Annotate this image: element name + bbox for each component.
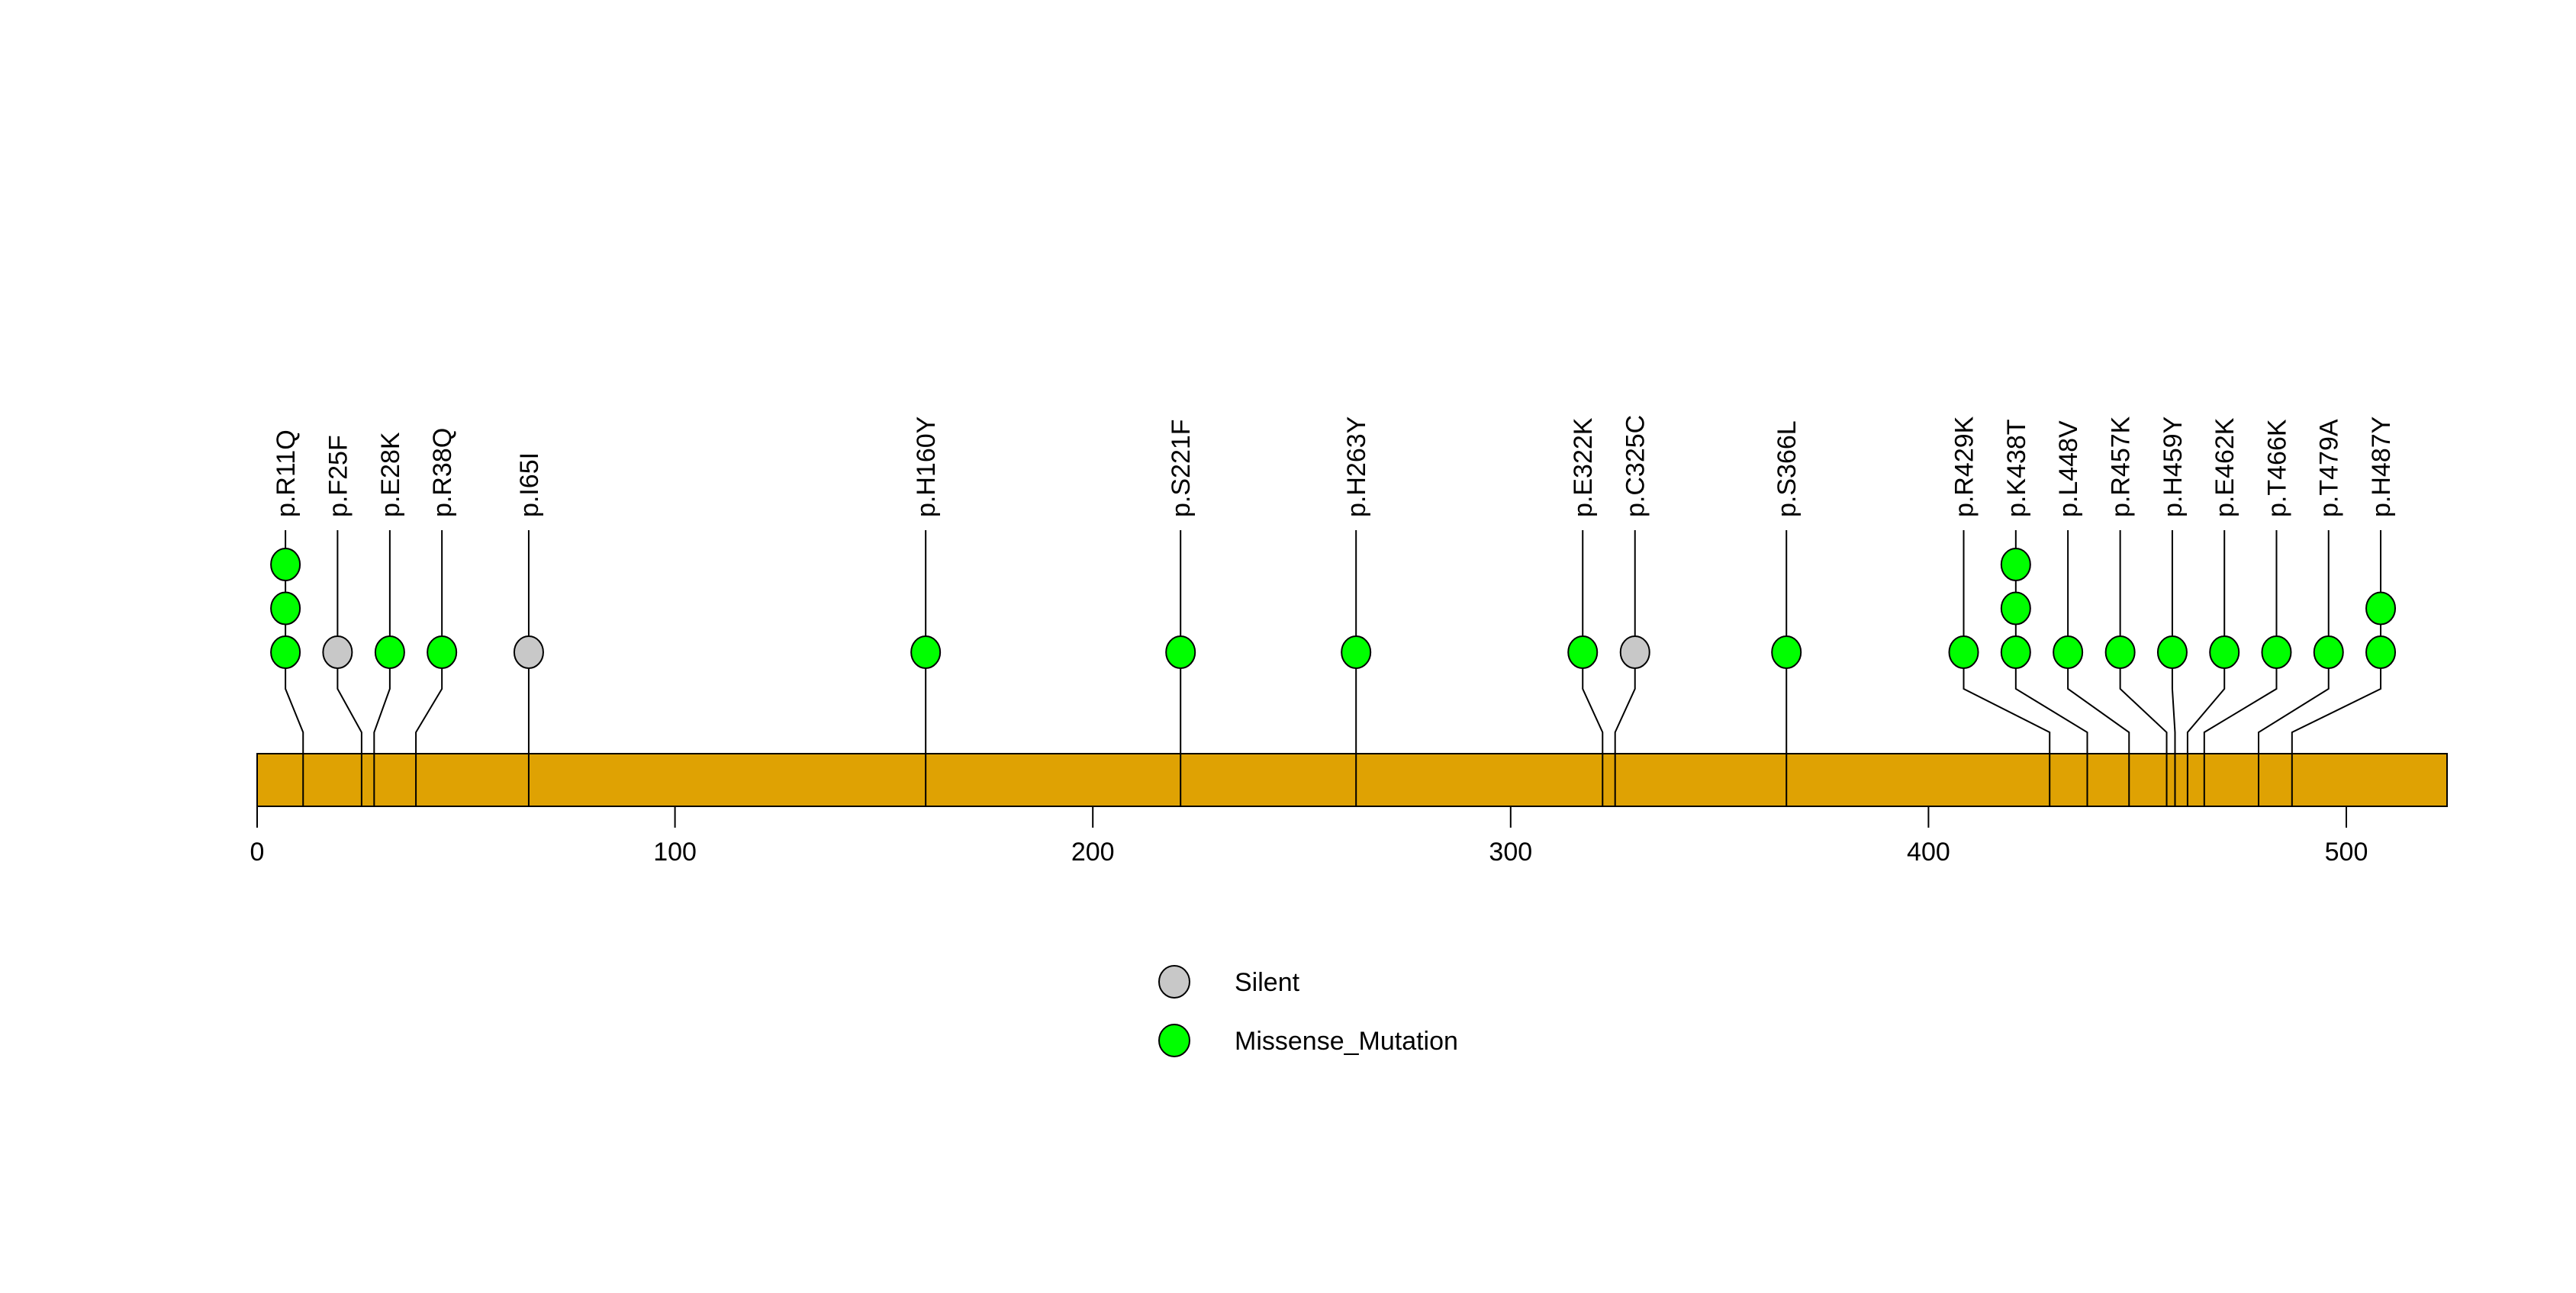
- legend-label-missense: Missense_Mutation: [1235, 1027, 1458, 1056]
- mutation-label: p.T479A: [2315, 419, 2344, 517]
- mutation-stem: [415, 530, 443, 806]
- axis-tick-label: 100: [653, 838, 697, 867]
- circles-layer: [270, 548, 2397, 669]
- mutation-label: p.F25F: [324, 435, 353, 517]
- mutation-circle: [1341, 635, 1372, 669]
- mutation-circle: [1771, 635, 1802, 669]
- mutation-label: p.K438T: [2002, 419, 2031, 517]
- mutation-stem: [1614, 530, 1636, 806]
- legend: Silent Missense_Mutation: [1158, 965, 1458, 1057]
- mutation-labels-layer: p.R11Q p.F25F p.E28K p.R38Q p.I65I p.H160Y p.S…: [272, 415, 2396, 517]
- mutation-stem: [2119, 530, 2168, 806]
- mutation-label: p.E322K: [1569, 417, 1598, 517]
- mutation-circle: [270, 635, 301, 669]
- axis-tick-label: 500: [2325, 838, 2368, 867]
- mutation-circle: [2313, 635, 2344, 669]
- mutation-label: p.C325C: [1621, 415, 1650, 517]
- mutation-stem: [2171, 530, 2176, 806]
- mutation-circle: [2000, 548, 2031, 581]
- mutation-circle: [2104, 635, 2136, 669]
- axis-tick-label: 0: [250, 838, 265, 867]
- mutation-circle: [270, 591, 301, 626]
- legend-label-silent: Silent: [1235, 968, 1300, 997]
- mutation-circle: [2365, 591, 2397, 626]
- mutation-label: p.T466K: [2262, 419, 2291, 517]
- mutation-circle: [1619, 635, 1650, 669]
- mutation-circle: [1165, 635, 1196, 669]
- mutation-label: p.R429K: [1950, 416, 1979, 517]
- mutation-circle: [2053, 635, 2084, 669]
- mutation-stem: [1582, 530, 1604, 806]
- axis-tick-label: 400: [1907, 838, 1950, 867]
- mutation-circle: [513, 635, 544, 669]
- mutation-stem: [336, 530, 362, 806]
- axis-layer: 0 100 200 300 400 500: [250, 806, 2368, 867]
- mutation-label: p.R11Q: [272, 429, 301, 517]
- legend-swatch-silent: [1158, 965, 1190, 999]
- mutation-stem: [2258, 530, 2330, 806]
- mutation-circle: [2000, 591, 2031, 626]
- mutation-label: p.H487Y: [2367, 417, 2396, 517]
- mutation-circle: [322, 635, 353, 669]
- mutation-stem: [2186, 530, 2226, 806]
- mutation-label: p.R457K: [2107, 416, 2136, 517]
- mutation-label: p.S221F: [1167, 419, 1196, 517]
- protein-bar: [256, 753, 2448, 807]
- mutation-label: p.R38Q: [428, 428, 457, 517]
- mutation-circle: [910, 635, 942, 669]
- mutation-circle: [2000, 635, 2031, 669]
- axis-tick-label: 200: [1071, 838, 1115, 867]
- mutation-stem: [2067, 530, 2130, 806]
- mutation-stem: [1963, 530, 2051, 806]
- mutation-label: p.L448V: [2054, 420, 2083, 517]
- mutation-label: p.S366L: [1773, 420, 1802, 517]
- mutation-circle: [427, 635, 458, 669]
- mutation-circle: [2365, 635, 2397, 669]
- mutation-stem: [2203, 530, 2278, 806]
- mutation-label: p.H263Y: [1342, 417, 1371, 517]
- mutation-label: p.I65I: [515, 452, 544, 517]
- mutation-circle: [2156, 635, 2188, 669]
- mutation-circle: [270, 548, 301, 581]
- legend-swatch-missense: [1158, 1024, 1190, 1057]
- mutation-circle: [1948, 635, 1979, 669]
- mutation-circle: [1567, 635, 1599, 669]
- mutation-circle: [2261, 635, 2292, 669]
- mutation-label: p.H459Y: [2159, 417, 2188, 517]
- stems-layer: [285, 530, 2382, 806]
- mutation-label: p.E28K: [376, 432, 405, 517]
- mutation-stem: [373, 530, 391, 806]
- axis-tick-label: 300: [1489, 838, 1532, 867]
- mutation-label: p.H160Y: [912, 417, 941, 517]
- mutation-label: p.E462K: [2211, 417, 2240, 517]
- mutation-circle: [2209, 635, 2240, 669]
- mutation-circle: [374, 635, 405, 669]
